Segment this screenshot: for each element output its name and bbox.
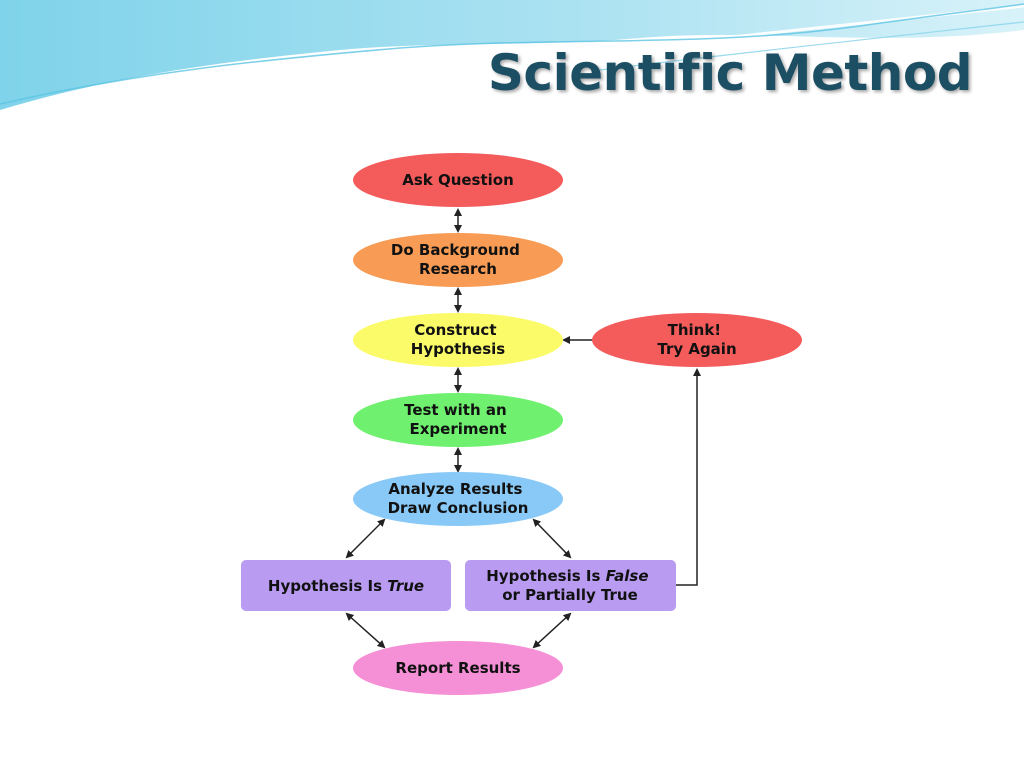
flowchart-canvas: Ask Question Do Background Research Cons…: [241, 153, 802, 695]
analyze-results-shape: [353, 472, 563, 526]
header-wave-highlight: [0, 4, 1024, 114]
ask-question-label: Ask Question: [402, 171, 514, 189]
construct-hypothesis-shape: [353, 313, 563, 367]
think-try-again-label-line-1: Think!: [668, 321, 722, 339]
node-background-research: Do Background Research: [353, 233, 563, 287]
analyze-results-label-line-1: Analyze Results: [388, 480, 522, 498]
header-wave-line-2: [599, 21, 1024, 71]
header-wave: [0, 0, 1024, 110]
node-test-experiment: Test with an Experiment: [353, 393, 563, 447]
svg-text:Hypothesis Is True: Hypothesis Is True: [268, 577, 424, 595]
svg-text:Report Results: Report Results: [395, 659, 520, 677]
node-think-try-again: Think! Try Again: [592, 313, 802, 367]
scientific-method-flowchart: Ask Question Do Background Research Cons…: [232, 148, 812, 700]
svg-text:Test with an Experimen: Test with an Experiment: [404, 401, 512, 438]
slide-title: Scientific Method: [487, 44, 973, 102]
report-results-label: Report Results: [395, 659, 520, 677]
connectors: [345, 208, 701, 649]
hypothesis-false-label-line-2: or Partially True: [502, 586, 638, 604]
svg-text:Think! Try Again: Think! Try Again: [657, 321, 736, 358]
svg-text:Hypothesis Is False or: Hypothesis Is False or Partially True: [486, 567, 653, 604]
hypothesis-true-label-emphasis: True: [387, 577, 424, 595]
arrow-true-to-report: [345, 612, 386, 649]
construct-hypothesis-label-line-1: Construct: [414, 321, 496, 339]
test-experiment-shape: [353, 393, 563, 447]
analyze-results-label-line-2: Draw Conclusion: [388, 499, 529, 517]
hypothesis-false-shape: [465, 560, 676, 611]
svg-text:Construct Hypothesis: Construct Hypothesis: [411, 321, 505, 358]
report-results-shape: [353, 641, 563, 695]
svg-text:Do Background Research: Do Background Research: [391, 241, 525, 278]
background-research-shape: [353, 233, 563, 287]
arrow-false-to-think: [676, 368, 701, 586]
node-hypothesis-true: Hypothesis Is True: [241, 560, 451, 611]
construct-hypothesis-label-line-2: Hypothesis: [411, 340, 505, 358]
think-try-again-label-line-2: Try Again: [657, 340, 736, 358]
hypothesis-true-shape: [241, 560, 451, 611]
node-ask-question: Ask Question: [353, 153, 563, 207]
background-research-label-line-1: Do Background: [391, 241, 520, 259]
ask-question-shape: [353, 153, 563, 207]
svg-text:Analyze Results Draw C: Analyze Results Draw Conclusion: [388, 480, 529, 517]
svg-text:Ask Question: Ask Question: [402, 171, 514, 189]
node-report-results: Report Results: [353, 641, 563, 695]
node-construct-hypothesis: Construct Hypothesis: [353, 313, 563, 367]
test-experiment-label-line-1: Test with an: [404, 401, 507, 419]
test-experiment-label-line-2: Experiment: [409, 420, 506, 438]
hypothesis-false-label-prefix: Hypothesis Is: [486, 567, 605, 585]
background-research-label-line-2: Research: [419, 260, 497, 278]
arrow-analyze-to-false: [532, 518, 572, 559]
arrow-false-to-report: [532, 612, 572, 649]
node-hypothesis-false: Hypothesis Is False or Partially True: [465, 560, 676, 611]
hypothesis-false-label-emphasis: False: [606, 567, 649, 585]
think-try-again-shape: [592, 313, 802, 367]
header-wave-line: [0, 3, 1024, 105]
arrow-analyze-to-true: [345, 518, 386, 559]
hypothesis-true-label-prefix: Hypothesis Is: [268, 577, 387, 595]
node-analyze-results: Analyze Results Draw Conclusion: [353, 472, 563, 526]
